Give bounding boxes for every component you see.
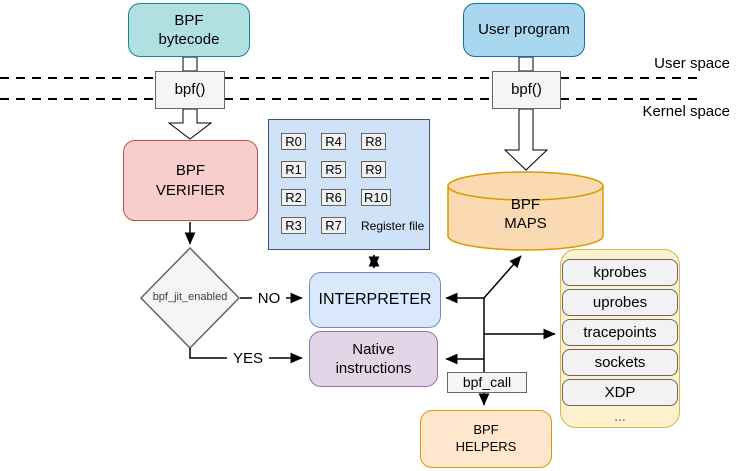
connector-bytecode-bpf [182, 56, 198, 72]
event-source-sockets: sockets [562, 349, 678, 376]
bpf-bytecode-node: BPF bytecode [128, 3, 250, 57]
arrow-junction-to-maps [483, 255, 522, 299]
bpf-verifier-node: BPF VERIFIER [123, 140, 258, 221]
register-r8: R8 [361, 133, 386, 150]
block-arrow-bpf-to-verifier [167, 108, 213, 140]
bpf-maps-cylinder-body [447, 185, 604, 251]
bpf-syscall-right-node: bpf() [492, 71, 561, 109]
connector-userprog-bpf [518, 56, 534, 72]
register-r9: R9 [361, 161, 386, 178]
kernel-space-label: Kernel space [642, 103, 730, 120]
block-arrow-bpf-to-maps [503, 108, 549, 171]
register-r0: R0 [281, 133, 306, 150]
branch-no-label: NO [252, 290, 286, 307]
event-source-uprobes: uprobes [562, 289, 678, 316]
bpf-call-node: bpf_call [447, 372, 527, 393]
event-source-xdp: XDP [562, 379, 678, 406]
event-source-tracepoints: tracepoints [562, 319, 678, 346]
event-source-more: ... [614, 408, 626, 424]
bpf-helpers-node: BPF HELPERS [420, 410, 552, 468]
event-source-kprobes: kprobes [562, 259, 678, 286]
register-grid: R0 R4 R8 R1 R5 R9 R2 R6 R10 R3 R7 Regist… [281, 133, 433, 234]
event-sources-container: kprobes uprobes tracepoints sockets XDP … [560, 249, 680, 428]
branch-yes-label: YES [227, 350, 269, 367]
register-r4: R4 [321, 133, 346, 150]
bpf-maps-label: BPF MAPS [504, 195, 547, 233]
register-r5: R5 [321, 161, 346, 178]
register-file-label: Register file [361, 218, 425, 233]
register-r3: R3 [281, 217, 306, 234]
register-r6: R6 [321, 189, 346, 206]
register-r2: R2 [281, 189, 306, 206]
jit-decision-label: bpf_jit_enabled [152, 291, 228, 303]
user-space-label: User space [654, 55, 730, 72]
register-r1: R1 [281, 161, 306, 178]
bpf-maps-cylinder-top [447, 171, 604, 201]
bpf-syscall-left-node: bpf() [155, 71, 225, 109]
register-r7: R7 [321, 217, 346, 234]
event-sources-list: kprobes uprobes tracepoints sockets XDP … [562, 259, 678, 424]
register-r10: R10 [361, 189, 391, 206]
native-instructions-node: Native instructions [309, 331, 438, 387]
register-file-node: R0 R4 R8 R1 R5 R9 R2 R6 R10 R3 R7 Regist… [268, 119, 430, 250]
user-program-node: User program [463, 3, 585, 57]
interpreter-node: INTERPRETER [309, 272, 441, 328]
